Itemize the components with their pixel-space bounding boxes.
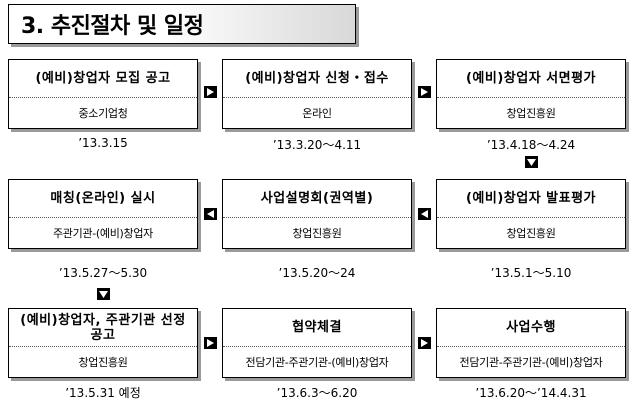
step-title: (예비)창업자 서면평가 xyxy=(437,60,625,98)
step-title: (예비)창업자 발표평가 xyxy=(437,180,625,218)
arrow-left-icon xyxy=(421,210,428,218)
step-org: 창업진흥원 xyxy=(292,227,342,240)
step-box-6: 매칭(온라인) 실시 주관기관-(예비)창업자 xyxy=(8,179,198,249)
step-org: 전담기관-주관기관-(예비)창업자 xyxy=(459,356,603,369)
arrow-step3-to-step4 xyxy=(525,156,538,168)
arrow-down-icon xyxy=(527,159,536,166)
step-box-4: (예비)창업자 발표평가 창업진흥원 xyxy=(436,179,626,249)
step-box-9: 사업수행 전담기관-주관기관-(예비)창업자 xyxy=(436,308,626,378)
step-date: ’13.3.20～4.11 xyxy=(272,138,362,152)
step-title: (예비)창업자 모집 공고 xyxy=(9,60,197,98)
arrow-left-icon xyxy=(207,210,214,218)
step-date: ’13.5.20～24 xyxy=(278,266,356,280)
arrow-right-icon xyxy=(421,339,428,347)
step-date: ’13.6.20～’14.4.31 xyxy=(475,386,587,400)
arrow-right-icon xyxy=(207,339,214,347)
arrow-down-icon xyxy=(99,291,108,298)
step-date: ’13.5.27～5.30 xyxy=(58,266,148,280)
step-date: ’13.5.31 예정 xyxy=(65,386,141,400)
step-title: 협약체결 xyxy=(223,309,411,347)
arrow-step6-to-step7 xyxy=(97,288,110,300)
step-box-7: (예비)창업자, 주관기관 선정 공고 창업진흥원 xyxy=(8,308,198,378)
step-date: ’13.3.15 xyxy=(78,136,128,150)
step-box-2: (예비)창업자 신청・접수 온라인 xyxy=(222,59,412,129)
arrow-step5-to-step6 xyxy=(204,208,217,220)
step-org: 주관기관-(예비)창업자 xyxy=(52,227,154,240)
step-title: (예비)창업자, 주관기관 선정 공고 xyxy=(9,309,197,347)
step-org: 창업진흥원 xyxy=(78,356,128,369)
arrow-step2-to-step3 xyxy=(418,86,431,98)
step-title: (예비)창업자 신청・접수 xyxy=(223,60,411,98)
arrow-step1-to-step2 xyxy=(204,86,217,98)
step-title: 사업설명회(권역별) xyxy=(223,180,411,218)
step-org: 온라인 xyxy=(302,107,332,120)
step-title: 매칭(온라인) 실시 xyxy=(9,180,197,218)
arrow-right-icon xyxy=(421,88,428,96)
step-org: 중소기업청 xyxy=(78,107,128,120)
step-org: 전담기관-주관기관-(예비)창업자 xyxy=(245,356,389,369)
step-box-1: (예비)창업자 모집 공고 중소기업청 xyxy=(8,59,198,129)
step-date: ’13.4.18～4.24 xyxy=(486,138,576,152)
step-org: 창업진흥원 xyxy=(506,107,556,120)
section-title: 3. 추진절차 및 일정 xyxy=(8,4,356,44)
step-box-5: 사업설명회(권역별) 창업진흥원 xyxy=(222,179,412,249)
arrow-step8-to-step9 xyxy=(418,337,431,349)
arrow-step4-to-step5 xyxy=(418,208,431,220)
step-box-8: 협약체결 전담기관-주관기관-(예비)창업자 xyxy=(222,308,412,378)
step-box-3: (예비)창업자 서면평가 창업진흥원 xyxy=(436,59,626,129)
step-date: ’13.5.1～5.10 xyxy=(490,266,572,280)
step-title: 사업수행 xyxy=(437,309,625,347)
step-date: ’13.6.3～6.20 xyxy=(276,386,358,400)
arrow-step7-to-step8 xyxy=(204,337,217,349)
step-org: 창업진흥원 xyxy=(506,227,556,240)
arrow-right-icon xyxy=(207,88,214,96)
